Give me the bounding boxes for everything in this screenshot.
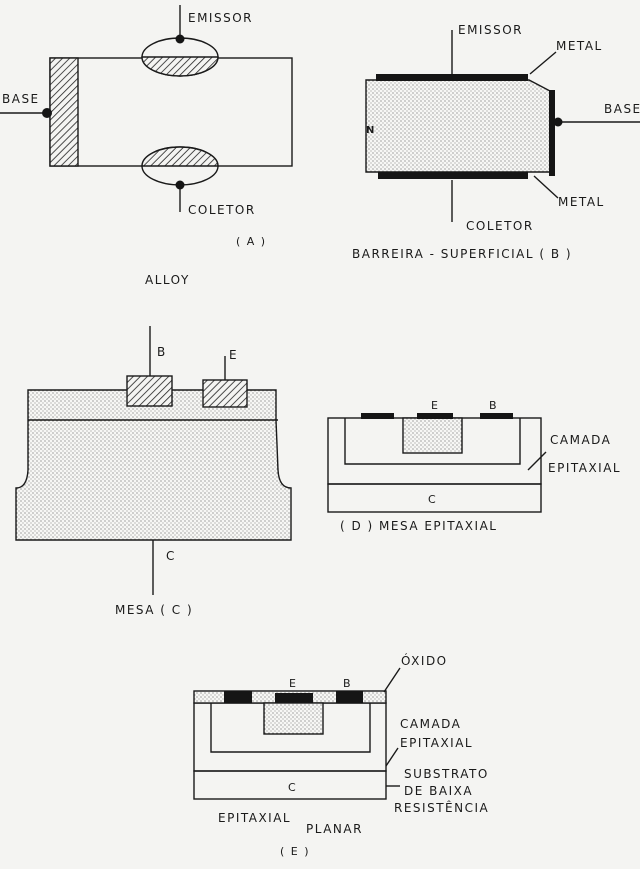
b-top-metal-contact (376, 74, 528, 81)
b-base-contact-dot (553, 117, 563, 127)
b-base-label: BASE (604, 102, 640, 116)
diagram-c-mesa: B E C MESA ( C ) (15, 326, 292, 617)
b-emitter-label: EMISSOR (458, 23, 523, 37)
e-substrate-note-3: RESISTÊNCIA (394, 800, 489, 815)
b-bottom-metal-contact (378, 172, 528, 179)
e-substrate-label: C (288, 781, 297, 794)
e-base-contact (336, 691, 363, 703)
c-collector-label: C (166, 549, 176, 563)
d-emitter-contact (417, 413, 453, 419)
d-base-label: B (489, 399, 498, 412)
b-collector-label: COLETOR (466, 219, 534, 233)
diagram-d-mesa-epitaxial: E B C CAMADA EPITAXIAL ( D ) MESA EPITAX… (327, 399, 621, 533)
a-base-label: BASE (2, 92, 40, 106)
a-caption: ( A ) (236, 235, 267, 248)
b-base-metal-contact (549, 90, 555, 176)
e-layer-label-2: EPITAXIAL (400, 736, 473, 750)
b-metal-bottom-label: METAL (558, 195, 605, 209)
d-substrate-label: C (428, 493, 437, 506)
a-collector-alloy-region (141, 146, 219, 167)
d-layer-pointer (527, 451, 547, 471)
a-emitter-alloy-region (141, 56, 219, 77)
e-layer-pointer (385, 747, 399, 767)
e-substrate-note-2: DE BAIXA (404, 784, 473, 798)
a-emitter-contact (175, 34, 185, 44)
d-base-contact (480, 413, 513, 419)
a-emitter-label: EMISSOR (188, 11, 253, 25)
diagram-e-epitaxial-planar: ÓXIDO E B C CAMADA EPITAXIAL SUBSTRATO D… (193, 653, 489, 858)
d-substrate (327, 483, 542, 513)
e-emitter-contact (275, 693, 313, 703)
d-layer-label-2: EPITAXIAL (548, 461, 621, 475)
e-emitter-region (263, 702, 324, 735)
b-metal-bottom-pointer (533, 175, 559, 199)
c-caption: MESA ( C ) (115, 603, 193, 617)
b-n-label: N (366, 125, 376, 136)
c-emitter-label: E (229, 348, 238, 362)
b-caption: BARREIRA - SUPERFICIAL ( B ) (352, 247, 572, 261)
e-contact-left (224, 691, 252, 703)
d-emitter-label: E (431, 399, 439, 412)
b-metal-top-pointer (529, 51, 557, 75)
a-collector-label: COLETOR (188, 203, 256, 217)
e-base-region (210, 703, 371, 753)
e-caption-3: ( E ) (280, 845, 310, 858)
b-metal-top-label: METAL (556, 39, 603, 53)
e-oxide-pointer (383, 667, 401, 693)
e-emitter-label: E (289, 677, 297, 690)
c-collector-body (15, 389, 292, 541)
e-substrate (193, 770, 387, 800)
d-contact-left (361, 413, 394, 419)
c-base-label: B (157, 345, 167, 359)
alloy-group-caption: ALLOY (145, 273, 190, 287)
e-base-label: B (343, 677, 352, 690)
a-collector-contact (175, 180, 185, 190)
c-base-contact (126, 375, 173, 407)
d-caption: ( D ) MESA EPITAXIAL (340, 519, 497, 533)
c-emitter-contact (202, 379, 248, 408)
e-caption-1: EPITAXIAL (218, 811, 291, 825)
a-base-contact (42, 108, 52, 118)
e-oxide-label: ÓXIDO (401, 653, 448, 668)
diagram-a-alloy: EMISSOR BASE COLETOR ( A ) ALLOY (0, 5, 293, 287)
d-base-region (344, 418, 521, 465)
e-substrate-note-1: SUBSTRATO (404, 767, 489, 781)
diagram-b-surface-barrier: EMISSOR METAL BASE N METAL COLETOR BARRE… (352, 23, 640, 261)
b-n-crystal (365, 79, 553, 173)
a-base-block (49, 57, 79, 167)
e-caption-2: PLANAR (306, 822, 363, 836)
e-layer-label-1: CAMADA (400, 717, 461, 731)
d-layer-label-1: CAMADA (550, 433, 611, 447)
d-emitter-region (402, 417, 463, 454)
